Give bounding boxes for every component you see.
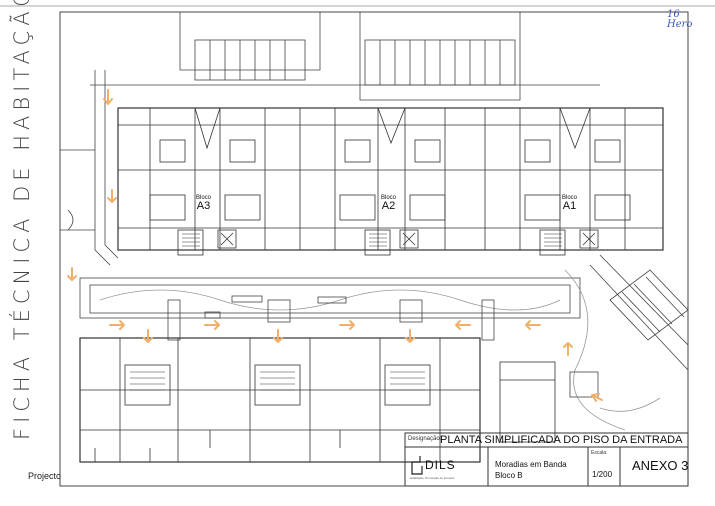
logo-subtext: Habitação, Promoção de Imóveis [410, 476, 455, 480]
handwritten-note: 16 Hero [667, 10, 692, 30]
scale-value: 1/200 [592, 470, 613, 479]
top-parking-strip [90, 12, 600, 101]
block-label-a3: Bloco A3 [196, 195, 211, 212]
project-name: Moradias em Banda [495, 460, 567, 469]
project-label: Projecto [28, 471, 62, 481]
side-title: FICHA TÉCNICA DE HABITAÇÃO [10, 0, 34, 440]
block-code: A2 [381, 200, 396, 212]
handwritten-signature: Hero [667, 19, 693, 30]
designation-label: Designação: [408, 436, 442, 442]
block-label-a2: Bloco A2 [381, 195, 396, 212]
block-code: A3 [196, 200, 211, 212]
block-code: A1 [562, 200, 577, 212]
drawing-title: PLANTA SIMPLIFICADA DO PISO DA ENTRADA [440, 434, 683, 446]
dils-logo-icon [411, 456, 423, 475]
upper-row-houses [117, 107, 664, 256]
scale-label: Escala: [591, 450, 608, 456]
right-access-area [569, 254, 689, 412]
block-word: Bloco [562, 195, 578, 201]
handwritten-number: 16 [667, 9, 680, 20]
left-walls [60, 70, 119, 266]
title-block-frame [404, 432, 689, 487]
upper-stairs [182, 233, 562, 247]
block-word: Bloco [381, 195, 397, 201]
drawing-frame [59, 11, 689, 487]
central-courtyard [79, 269, 626, 431]
block-word: Bloco [196, 195, 212, 201]
lower-stairs [130, 371, 425, 391]
block-label-a1: Bloco A1 [562, 195, 577, 212]
block-name: Bloco B [495, 471, 523, 480]
circulation-arrows [67, 89, 603, 402]
logo-text: DILS [425, 458, 456, 472]
annex-label: ANEXO 3 [632, 458, 689, 473]
